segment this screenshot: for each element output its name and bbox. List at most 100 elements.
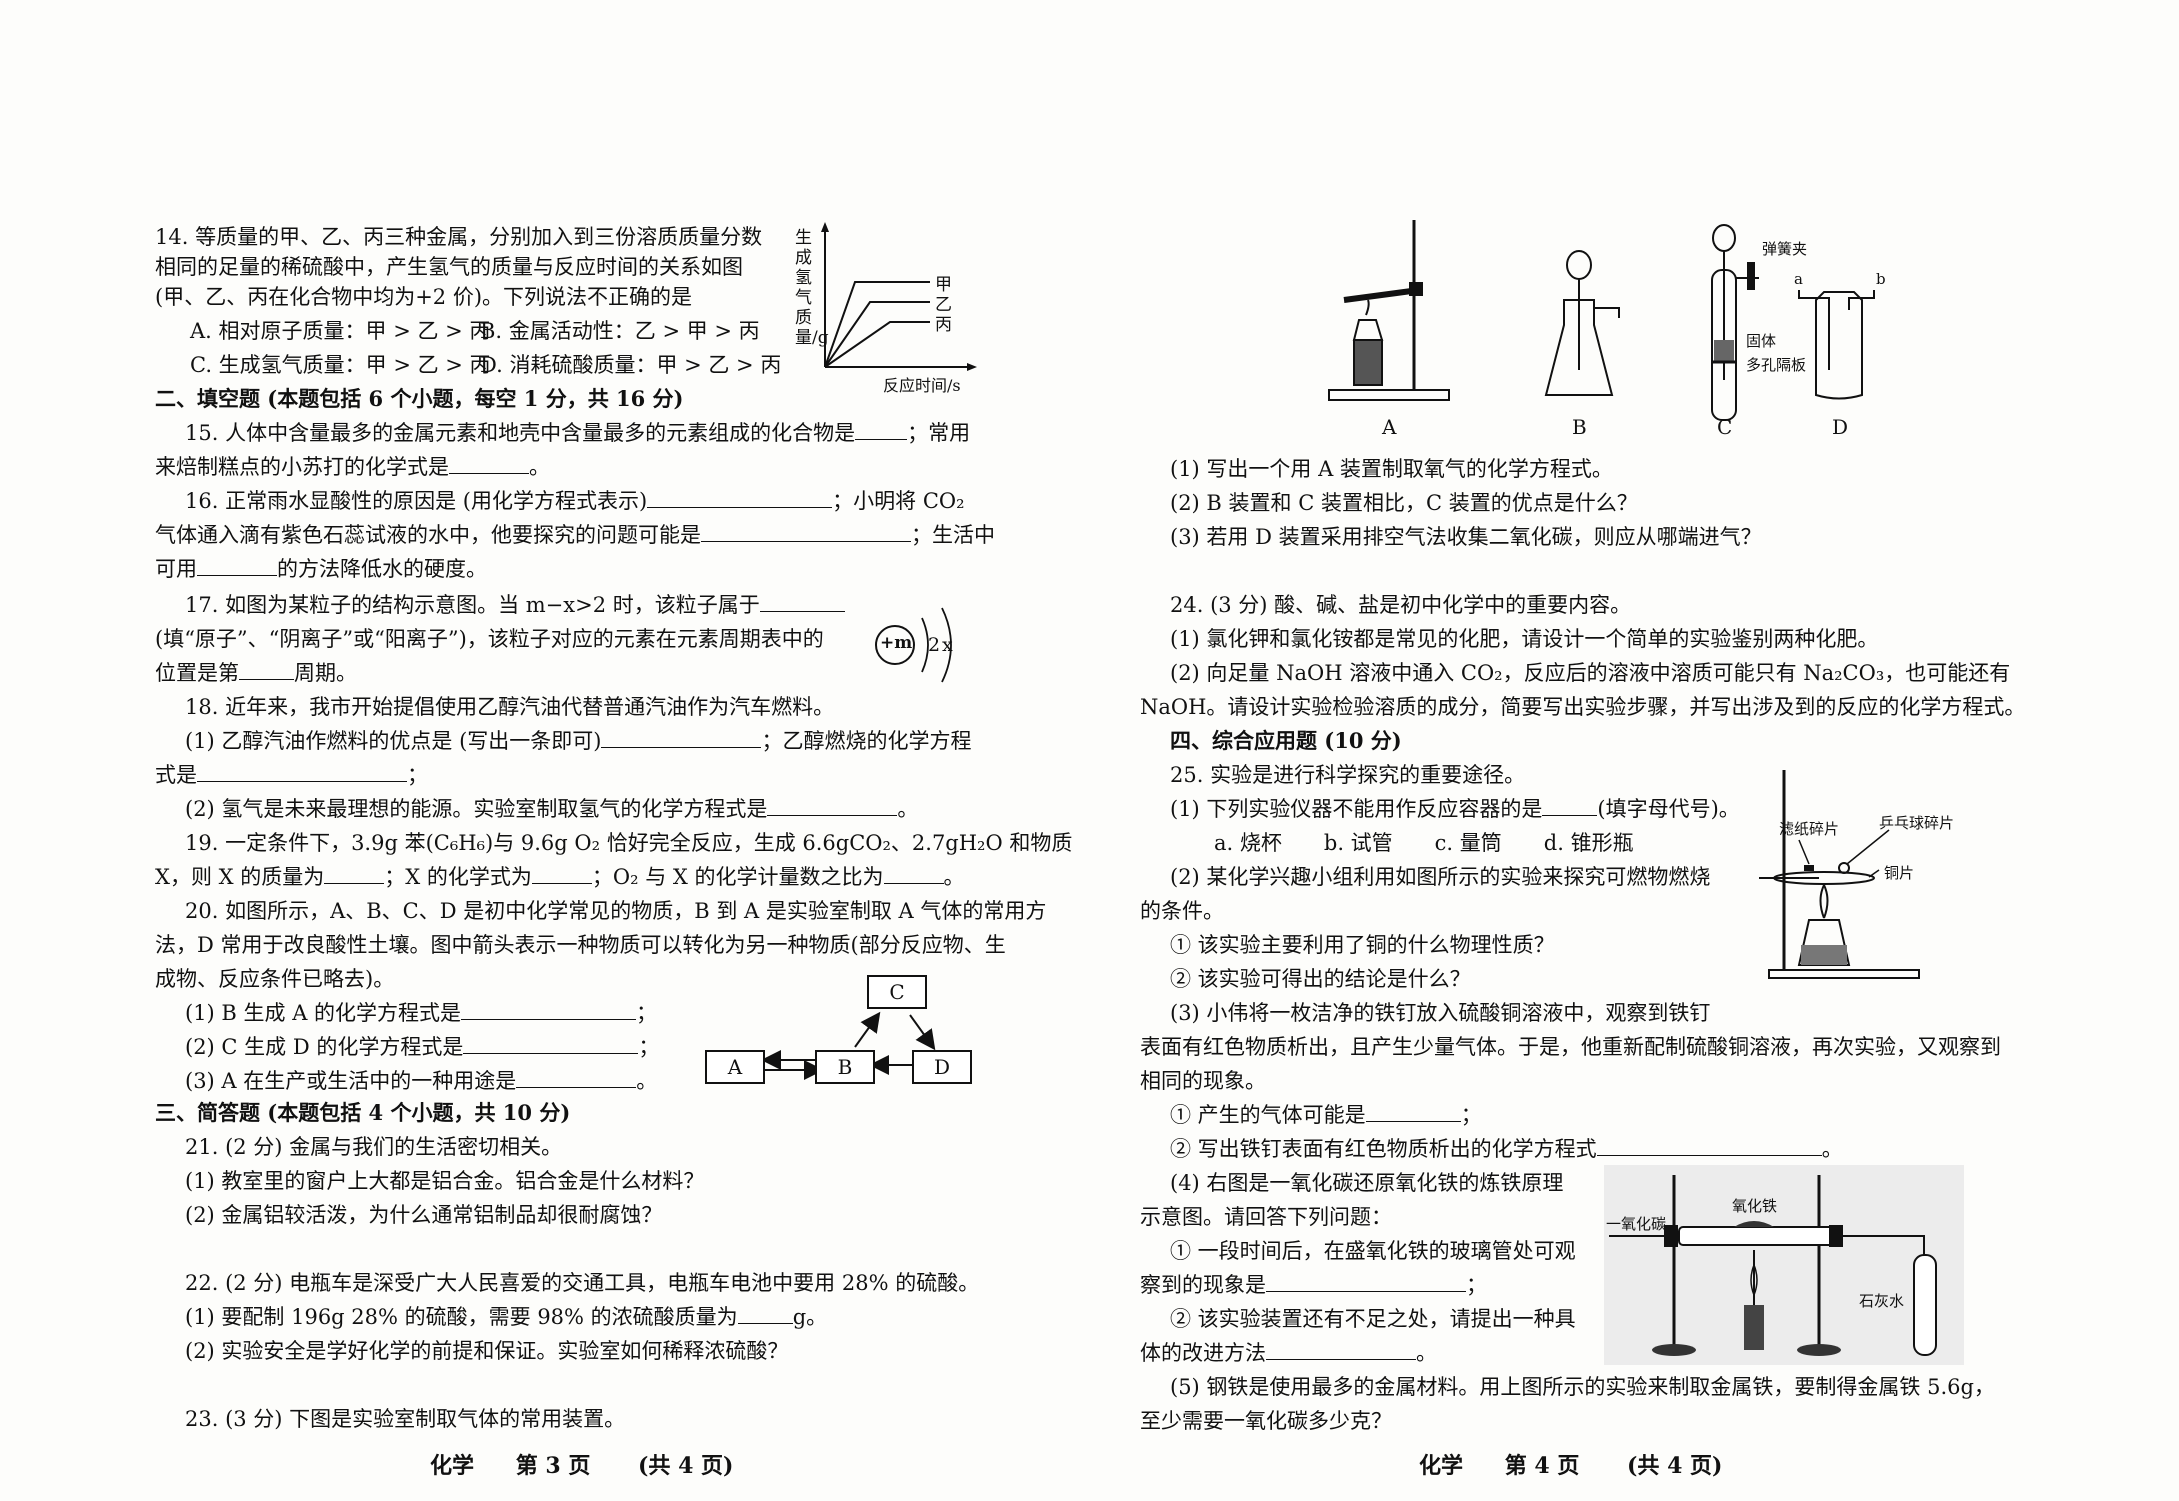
graph-line-bing <box>824 321 930 368</box>
footer-page-number: 第 4 页 <box>1504 1453 1580 1479</box>
q25-line7: (3) 小伟将一枚洁净的铁钉放入硫酸铜溶液中，观察到铁钉 <box>1170 1001 1711 1025</box>
apparatus-a <box>1328 220 1450 401</box>
q25-line9: 相同的现象。 <box>1140 1069 1266 1093</box>
graph-series-bing: 丙 <box>935 315 952 335</box>
q25-line14: ① 一段时间后，在盛氧化铁的玻璃管处可观 <box>1170 1239 1576 1263</box>
node-c: C <box>867 975 927 1009</box>
q20-sub1: (1) B 生成 A 的化学方程式是； <box>185 1001 658 1025</box>
shell-2-electrons: x <box>942 634 953 656</box>
q20-line2: 法，D 常用于改良酸性土壤。图中箭头表示一种物质可以转化为另一种物质(部分反应物… <box>155 933 1006 957</box>
apparatus-c <box>1711 224 1759 421</box>
q20-line3: 成物、反应条件已略去)。 <box>155 967 395 991</box>
q25-line11: ② 写出铁钉表面有红色物质析出的化学方程式。 <box>1170 1137 1843 1161</box>
q24-line1: 24. (3 分) 酸、碱、盐是初中化学中的重要内容。 <box>1170 593 1632 617</box>
footer-subject: 化学 <box>430 1453 475 1479</box>
apparatus-svg <box>1328 220 1875 421</box>
q25-line10: ① 产生的气体可能是； <box>1170 1103 1482 1127</box>
graph-line-jia <box>824 281 930 368</box>
apparatus-label-b: B <box>1572 415 1587 439</box>
co-reduction-figure: 一氧化碳 氧化铁 石灰水 <box>1604 1165 1964 1365</box>
q18-line2: (1) 乙醇汽油作燃料的优点是 (写出一条即可)；乙醇燃烧的化学方程 <box>185 729 972 753</box>
q25-line18: (5) 钢铁是使用最多的金属材料。用上图所示的实验来制取金属铁，要制得金属铁 5… <box>1170 1375 1995 1399</box>
q25-line15: 察到的现象是； <box>1140 1273 1487 1297</box>
label-limewater: 石灰水 <box>1859 1292 1905 1310</box>
graph-y-label: 生成氢气质量/g <box>795 228 829 348</box>
q25-line2: (1) 下列实验仪器不能用作反应容器的是(填字母代号)。 <box>1170 797 1740 821</box>
q24-line4: NaOH。请设计实验检验溶质的成分，简要写出实验步骤，并写出涉及到的反应的化学方… <box>1140 695 2026 719</box>
graph-x-label: 反应时间/s <box>883 376 961 395</box>
q22-line1: 22. (2 分) 电瓶车是深受广大人民喜爱的交通工具，电瓶车电池中要用 28%… <box>185 1271 980 1295</box>
q25-line6: ② 该实验可得出的结论是什么？ <box>1170 967 1471 991</box>
section-2-heading: 二、填空题 (本题包括 6 个小题，每空 1 分，共 16 分) <box>155 386 684 411</box>
combustion-svg <box>1759 770 1920 979</box>
q17-line1: 17. 如图为某粒子的结构示意图。当 m−x>2 时，该粒子属于 <box>185 590 845 620</box>
q25-line5: ① 该实验主要利用了铜的什么物理性质？ <box>1170 933 1555 957</box>
graph-y-arrow <box>821 222 829 232</box>
q25-line8: 表面有红色物质析出，且产生少量气体。于是，他重新配制硫酸铜溶液，再次实验，又观察… <box>1140 1035 2001 1059</box>
graph-line-yi <box>824 301 930 368</box>
q25-line16: ② 该实验装置还有不足之处，请提出一种具 <box>1170 1307 1576 1331</box>
q15-line2: 来焙制糕点的小苏打的化学式是。 <box>155 455 550 479</box>
node-d: D <box>912 1050 972 1084</box>
q14-option-c: C. 生成氢气质量：甲 > 乙 > 丙 <box>190 353 491 377</box>
q18-line3: 式是； <box>155 763 428 787</box>
q16-line2: 气体通入滴有紫色石蕊试液的水中，他要探究的问题可能是；生活中 <box>155 523 995 547</box>
q25-line19: 至少需要一氧化碳多少克？ <box>1140 1409 1392 1433</box>
apparatus-b <box>1544 250 1620 396</box>
footer-subject: 化学 <box>1419 1453 1464 1479</box>
gas-apparatus-figure: A B C D 弹簧夹 固体 多孔隔板 a b <box>1314 220 1934 445</box>
q20-conversion-diagram: A B C D <box>705 975 972 1090</box>
label-porous-plate: 多孔隔板 <box>1746 356 1807 374</box>
q25-line17: 体的改进方法。 <box>1140 1341 1437 1365</box>
q21-line1: 21. (2 分) 金属与我们的生活密切相关。 <box>185 1135 563 1159</box>
q20-sub2: (2) C 生成 D 的化学方程式是； <box>185 1035 660 1059</box>
nucleus-charge: +m <box>880 633 913 653</box>
label-solid: 固体 <box>1746 332 1777 350</box>
q14-graph-svg <box>821 222 977 371</box>
q16-line3: 可用的方法降低水的硬度。 <box>155 557 487 581</box>
q14-line1: 14. 等质量的甲、乙、丙三种金属，分别加入到三份溶质质量分数 <box>155 225 763 249</box>
q23-sub2: (2) B 装置和 C 装置相比，C 装置的优点是什么？ <box>1170 491 1638 515</box>
section-4-heading: 四、综合应用题 (10 分) <box>1170 728 1402 753</box>
label-pingpong: 乒乓球碎片 <box>1879 814 1955 832</box>
q14-option-d: D. 消耗硫酸质量：甲 > 乙 > 丙 <box>480 353 782 377</box>
q19-line1: 19. 一定条件下，3.9g 苯(C₆H₆)与 9.6g O₂ 恰好完全反应，生… <box>185 831 1073 855</box>
particle-svg <box>875 607 952 683</box>
apparatus-label-c: C <box>1717 415 1733 439</box>
graph-series-yi: 乙 <box>935 295 952 315</box>
q25-line12: (4) 右图是一氧化碳还原氧化铁的炼铁原理 <box>1170 1171 1564 1195</box>
footer-page-number: 第 3 页 <box>515 1453 591 1479</box>
q20-line1: 20. 如图所示，A、B、C、D 是初中化学常见的物质，B 到 A 是实验室制取… <box>185 899 1047 923</box>
q23-sub1: (1) 写出一个用 A 装置制取氧气的化学方程式。 <box>1170 457 1613 481</box>
label-copper-sheet: 铜片 <box>1884 864 1915 882</box>
q18-line4: (2) 氢气是未来最理想的能源。实验室制取氢气的化学方程式是。 <box>185 797 919 821</box>
label-iron-oxide: 氧化铁 <box>1732 1197 1778 1215</box>
arrow-b-to-c <box>854 1011 881 1048</box>
co-reduction-svg <box>1609 1175 1937 1356</box>
q17-line3: 位置是第周期。 <box>155 661 357 685</box>
footer-page-3: 化学 第 3 页 (共 4 页) <box>430 1448 733 1480</box>
q14-option-a: A. 相对原子质量：甲 > 乙 > 丙 <box>190 319 491 343</box>
q16-line1: 16. 正常雨水显酸性的原因是 (用化学方程式表示)；小明将 CO₂ <box>185 489 965 513</box>
q22-line3: (2) 实验安全是学好化学的前提和保证。实验室如何稀释浓硫酸？ <box>185 1339 789 1363</box>
label-carbon-monoxide: 一氧化碳 <box>1606 1215 1667 1233</box>
footer-page-4: 化学 第 4 页 (共 4 页) <box>1419 1448 1722 1480</box>
q25-line3: (2) 某化学兴趣小组利用如图所示的实验来探究可燃物燃烧 <box>1170 865 1711 889</box>
label-spring-clip: 弹簧夹 <box>1762 240 1808 258</box>
q25-line4: 的条件。 <box>1140 899 1224 923</box>
electron-shell-1 <box>921 617 929 673</box>
q20-sub3: (3) A 在生产或生活中的一种用途是。 <box>185 1069 658 1093</box>
page-3: 14. 等质量的甲、乙、丙三种金属，分别加入到三份溶质质量分数 相同的足量的稀硫… <box>0 0 1089 1501</box>
q17-line2: (填“原子”、“阴离子”或“阳离子”)，该粒子对应的元素在元素周期表中的 <box>155 627 824 651</box>
label-filter-paper: 滤纸碎片 <box>1779 820 1840 838</box>
arrow-c-to-d <box>909 1014 936 1051</box>
graph-series-jia: 甲 <box>935 275 952 295</box>
q19-line2: X，则 X 的质量为；X 的化学式为；O₂ 与 X 的化学计量数之比为。 <box>155 865 965 889</box>
q15-line1: 15. 人体中含量最多的金属元素和地壳中含量最多的元素组成的化合物是；常用 <box>185 421 971 445</box>
q24-line2: (1) 氯化钾和氯化铵都是常见的化肥，请设计一个简单的实验鉴别两种化肥。 <box>1170 627 1879 651</box>
apparatus-label-d: D <box>1832 415 1849 439</box>
q21-line3: (2) 金属铝较活泼，为什么通常铝制品却很耐腐蚀？ <box>185 1203 663 1227</box>
footer-total-pages: (共 4 页) <box>1627 1453 1723 1479</box>
q23-sub3: (3) 若用 D 装置采用排空气法收集二氧化碳，则应从哪端进气？ <box>1170 525 1762 549</box>
